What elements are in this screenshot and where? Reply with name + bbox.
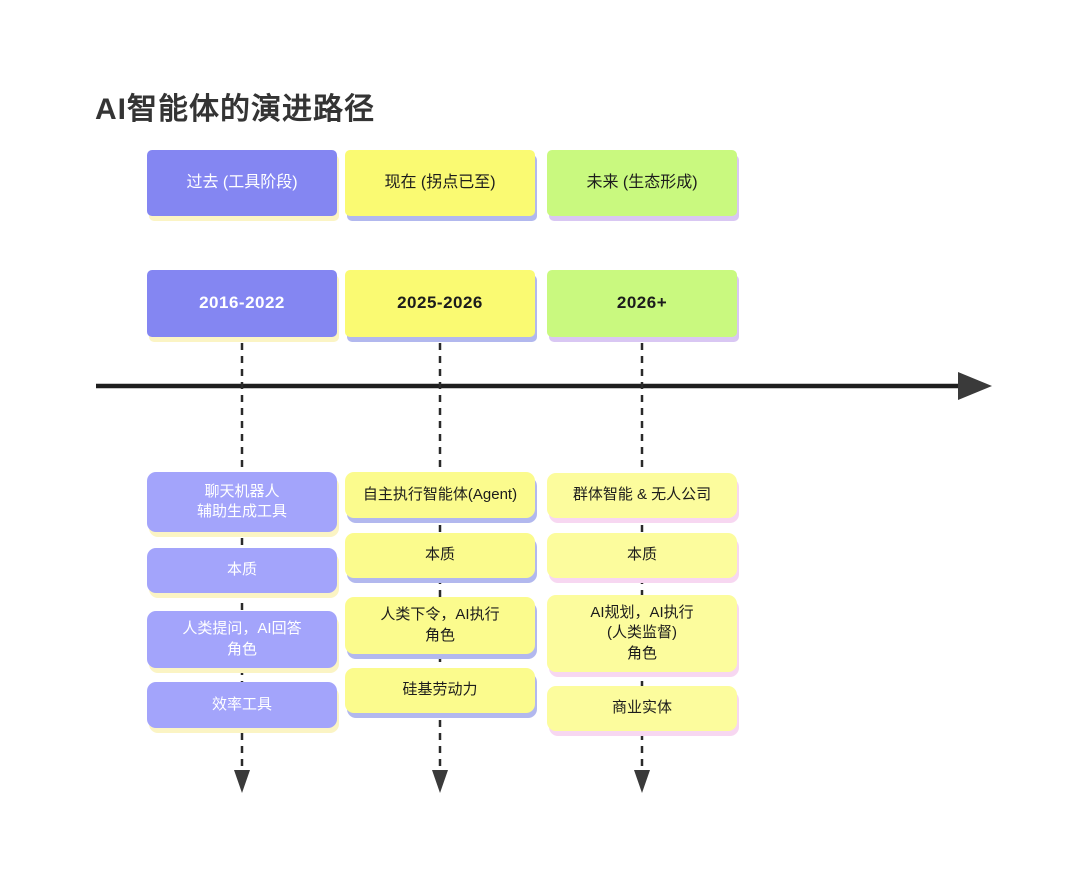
period-box-past: 2016-2022	[147, 270, 337, 337]
present-row-role: 人类下令，AI执行 角色	[345, 597, 535, 654]
past-row-role-label: 人类提问，AI回答 角色	[182, 620, 302, 658]
future-row-essence-label: 本质	[626, 546, 657, 564]
future-row-what: 群体智能 & 无人公司	[547, 473, 737, 518]
stage-label-past: 过去 (工具阶段)	[186, 174, 298, 192]
future-row-role: AI规划，AI执行 (人类监督) 角色	[547, 595, 737, 672]
present-row-essence-label: 本质	[424, 546, 455, 564]
stage-box-future: 未来 (生态形成)	[547, 150, 737, 216]
stage-label-present: 现在 (拐点已至)	[384, 174, 496, 192]
period-label-past: 2016-2022	[199, 293, 285, 313]
past-row-what: 聊天机器人 辅助生成工具	[147, 472, 337, 532]
future-row-essence: 本质	[547, 533, 737, 578]
present-row-what-label: 自主执行智能体(Agent)	[362, 485, 518, 503]
stage-box-present: 现在 (拐点已至)	[345, 150, 535, 216]
past-row-what-label: 聊天机器人 辅助生成工具	[196, 482, 287, 520]
period-box-present: 2025-2026	[345, 270, 535, 337]
down-arrowhead-present-icon	[432, 770, 448, 793]
past-row-identity: 效率工具	[147, 682, 337, 728]
present-row-identity: 硅基劳动力	[345, 668, 535, 713]
present-row-role-label: 人类下令，AI执行 角色	[380, 606, 500, 644]
present-row-what: 自主执行智能体(Agent)	[345, 472, 535, 518]
future-row-identity: 商业实体	[547, 686, 737, 731]
page-title: AI智能体的演进路径	[95, 93, 375, 126]
timeline-right-arrowhead-icon	[958, 372, 992, 400]
stage-box-past: 过去 (工具阶段)	[147, 150, 337, 216]
period-box-future: 2026+	[547, 270, 737, 337]
past-row-essence: 本质	[147, 548, 337, 593]
future-row-role-label: AI规划，AI执行 (人类监督) 角色	[590, 604, 694, 662]
past-row-essence-label: 本质	[226, 561, 257, 579]
future-row-identity-label: 商业实体	[611, 699, 672, 717]
stage-label-future: 未来 (生态形成)	[586, 174, 698, 192]
present-row-essence: 本质	[345, 533, 535, 578]
down-arrowhead-future-icon	[634, 770, 650, 793]
present-row-identity-label: 硅基劳动力	[402, 681, 478, 699]
down-arrowhead-past-icon	[234, 770, 250, 793]
past-row-identity-label: 效率工具	[211, 695, 272, 713]
future-row-what-label: 群体智能 & 无人公司	[572, 486, 712, 504]
past-row-role: 人类提问，AI回答 角色	[147, 611, 337, 668]
period-label-present: 2025-2026	[397, 293, 483, 313]
period-label-future: 2026+	[616, 293, 668, 313]
